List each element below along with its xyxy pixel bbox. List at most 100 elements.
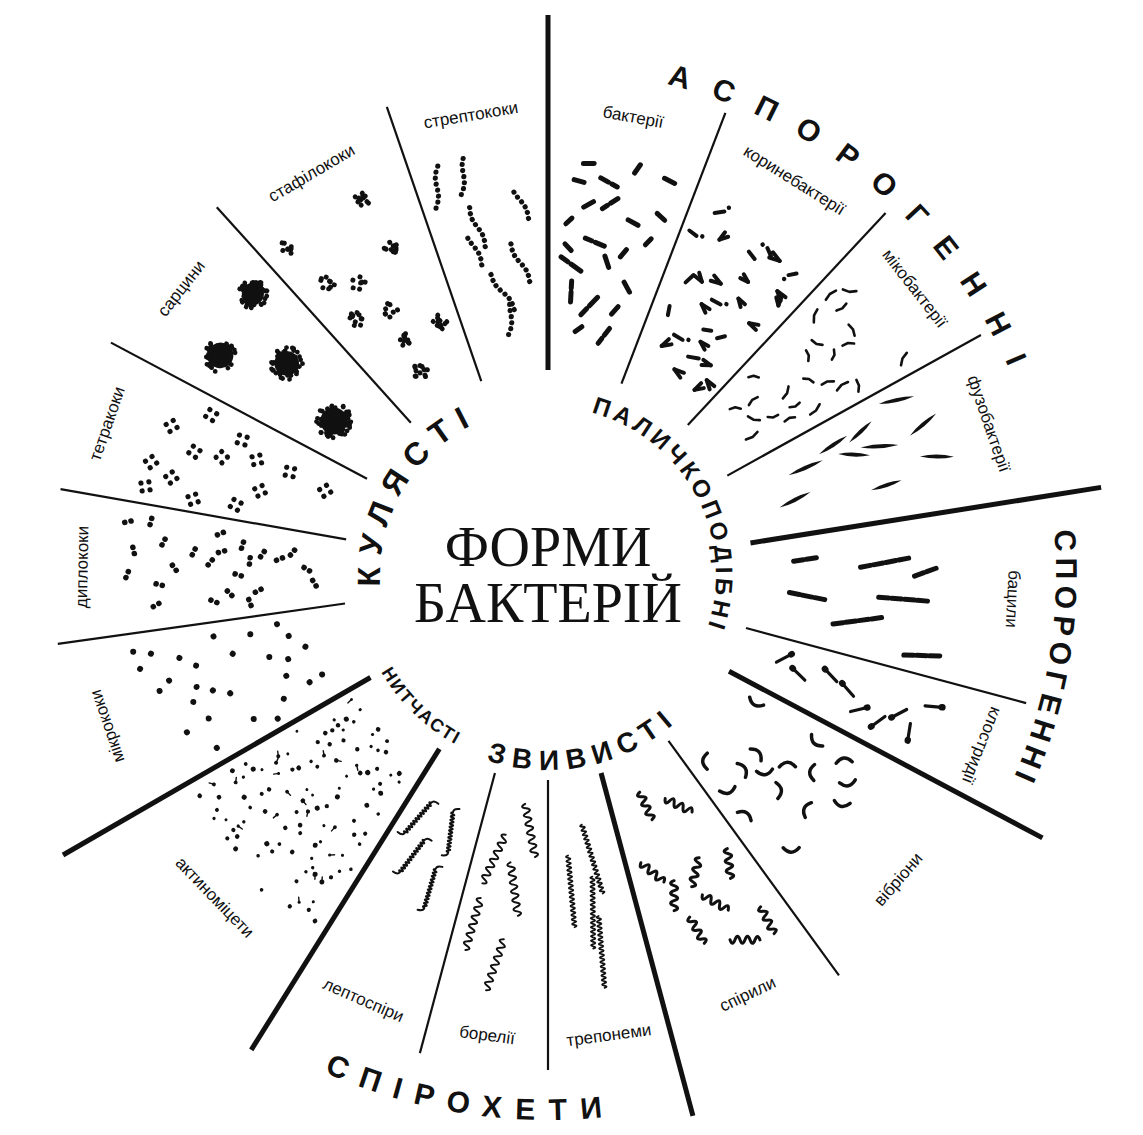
microbe [781,274,797,282]
microbe [357,842,362,847]
coccus [319,422,324,427]
coccus [460,156,466,162]
coccus [430,318,437,325]
microbe [396,770,403,777]
microbe [236,824,243,831]
rod-cell [914,573,923,576]
sector-label: фузобактерії [962,373,1012,474]
coccus [148,453,155,460]
mycelium-dot [212,816,217,821]
coccus [244,434,250,440]
microbe [561,257,581,271]
microbe [821,380,834,385]
microbe [838,452,870,457]
rod-cell [789,274,797,276]
microbe [779,762,795,767]
sector-divider [547,780,549,1070]
rod-cell [611,307,618,314]
microbe [351,719,356,724]
coccus [138,480,144,486]
microbe [241,819,246,824]
coccus [247,555,253,561]
sector-label: мікрококи [87,688,129,766]
mycelium-dot [214,807,219,812]
coccus [240,539,247,546]
coccus [419,363,425,369]
mycelium-dot [397,780,401,784]
microbe [355,763,360,770]
microbe [818,434,848,456]
rod-cell [635,165,641,173]
microbe [121,518,134,526]
coccus [460,168,466,174]
microbe [278,240,296,256]
microbe [185,443,203,461]
rod-cell [575,327,582,332]
coccus [183,728,191,736]
microbe [750,746,764,761]
coccus [433,205,438,210]
microbe [321,750,326,757]
center-title: ФОРМИ БАКТЕРІЙ [398,519,698,631]
coccus [257,553,265,561]
coccus [508,314,514,320]
microbe [878,394,914,406]
microbe [251,482,268,499]
rod-cell [836,304,847,312]
microbe [635,165,641,173]
microbe [224,835,230,841]
mycelium-branch [276,758,278,763]
rod-cell [601,178,609,182]
microbe [820,664,839,683]
vibrio-cell [747,697,763,709]
rod-cell [688,357,699,359]
rod-cell [872,618,882,619]
coccus [192,491,199,498]
coccus [323,482,330,489]
vibrio-cell [776,782,782,798]
microbe [462,897,484,951]
coccus [280,376,285,381]
coccus [417,370,423,376]
microbe [314,403,354,440]
mycelium-dot [303,869,308,874]
coccus [221,547,228,554]
coccus [319,430,324,435]
coccus [283,368,288,373]
rod-cell [583,161,594,166]
coccus [319,671,325,677]
microbe [341,854,344,857]
microbe [311,793,315,797]
sector-label: лептоспіри [319,976,405,1027]
microbe [806,350,810,361]
microbe [347,697,354,704]
coccus [362,279,368,285]
coccus [130,649,136,655]
microbe [571,281,572,302]
spindle-cell [909,412,938,437]
microbe [213,744,221,752]
mycelium-dot [294,809,299,814]
coccus [509,246,516,253]
coccus [388,246,395,253]
coccus [523,266,530,273]
microbe [720,787,737,796]
rod-cell [698,342,707,350]
rod-cell [843,289,857,292]
mycelium-dot [259,887,264,892]
coccus [345,428,350,433]
mycelium-dot [311,866,315,870]
microbe [305,678,313,686]
spiral-cell [522,803,539,857]
rod-cell [602,205,607,208]
microbe [904,723,914,744]
mycelium-branch [330,854,335,856]
coccus [316,486,323,493]
coccus [358,316,364,322]
microbe [712,295,730,308]
group-divider [63,678,370,856]
mycelium-dot [316,740,320,744]
rod-cell [846,621,856,622]
coccus [163,421,170,428]
coccus [209,686,217,694]
